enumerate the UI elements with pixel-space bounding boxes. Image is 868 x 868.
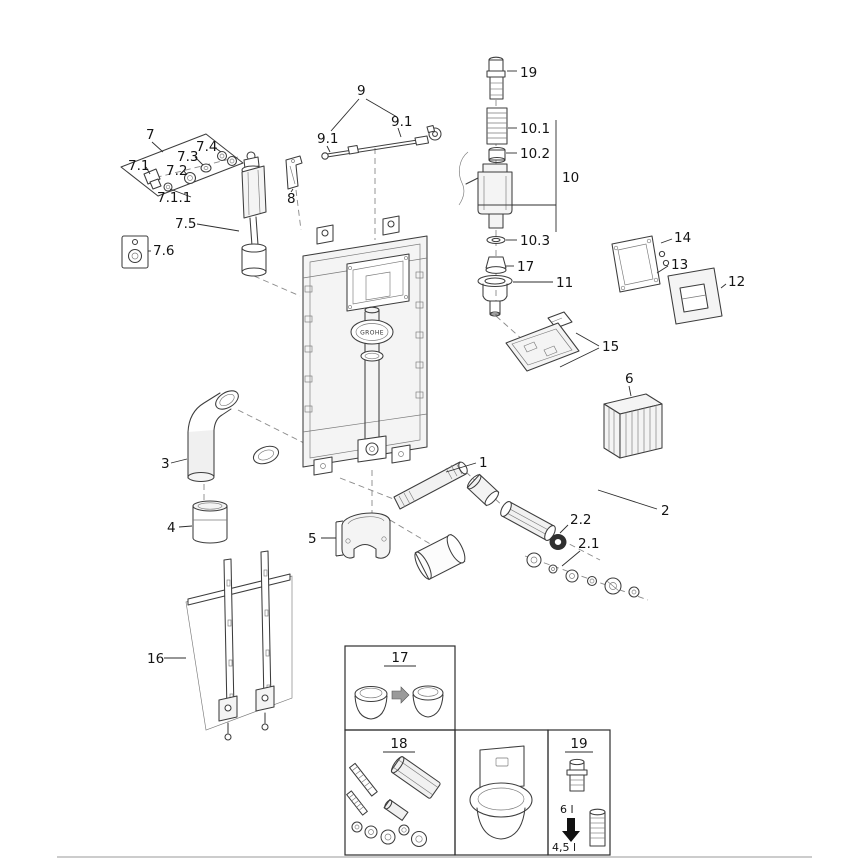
part-13-screw — [658, 250, 666, 258]
label-7-5: 7.5 — [175, 216, 196, 232]
label-16: 16 — [147, 651, 164, 667]
part-6-protection-box — [603, 393, 663, 459]
part-5-pipe-clamp — [341, 512, 391, 559]
label-6: 6 — [625, 371, 634, 387]
part-10-3-seal — [486, 235, 506, 245]
part-15-support-bracket — [505, 311, 580, 372]
label-4: 4 — [167, 520, 176, 536]
replace-arrow-icon — [391, 686, 410, 704]
label-7-2: 7.2 — [166, 163, 187, 179]
label-13: 13 — [671, 257, 688, 273]
part-7-6-card — [121, 235, 149, 269]
label-2: 2 — [661, 503, 670, 519]
label-2-1: 2.1 — [578, 536, 599, 552]
inset-17-bowl-box: 17 — [344, 645, 456, 731]
part-3-outlet-elbow — [187, 390, 239, 483]
label-9-1b: 9.1 — [391, 114, 412, 130]
inlet-valve — [241, 151, 267, 277]
label-1: 1 — [479, 455, 488, 471]
label-10-2: 10.2 — [520, 146, 550, 162]
label-5: 5 — [308, 531, 317, 547]
part-16-mounting-rails — [185, 550, 293, 741]
label-17: 17 — [517, 259, 534, 275]
label-2-2: 2.2 — [570, 512, 591, 528]
part-1-flush-pipe — [393, 461, 468, 510]
label-14: 14 — [674, 230, 691, 246]
label-3: 3 — [161, 456, 170, 472]
pipe-connector-ring — [466, 473, 500, 507]
label-7-4: 7.4 — [196, 139, 217, 155]
label-7-1-1: 7.1.1 — [157, 190, 191, 206]
label-8: 8 — [287, 191, 296, 207]
grohe-logo: GROHE — [360, 330, 384, 337]
label-7-1: 7.1 — [128, 158, 149, 174]
inset-19-volume-box: 19 6 l 4,5 l — [547, 729, 611, 856]
part-14-mounting-frame — [611, 235, 670, 293]
elbow-seal-ring — [252, 445, 280, 465]
label-10-3: 10.3 — [520, 233, 550, 249]
part-7-inlet-group — [120, 133, 244, 197]
leader-lines — [145, 70, 727, 659]
part-8-bracket — [285, 155, 303, 190]
part-4-sleeve — [192, 500, 228, 544]
capacity-full-text: 6 l — [560, 803, 574, 816]
part-10-fill-valve — [458, 107, 513, 229]
label-10: 10 — [562, 170, 579, 186]
label-11: 11 — [556, 275, 573, 291]
label-10-1: 10.1 — [520, 121, 550, 137]
label-7: 7 — [146, 127, 155, 143]
part-17-cone-seal — [485, 256, 507, 274]
part-labels: 19 10.1 10.2 10 10.3 17 11 9 9.1 9.1 7 7… — [128, 65, 745, 667]
capacity-reduced-text: 4,5 l — [552, 841, 576, 854]
label-15: 15 — [602, 339, 619, 355]
down-arrow-icon — [562, 818, 580, 842]
cistern-tank: GROHE — [302, 215, 428, 476]
inset-19-label: 19 — [570, 736, 587, 752]
inset-17-label: 17 — [391, 650, 408, 666]
inset-18-fixing-box: 18 — [344, 729, 456, 856]
label-9-1a: 9.1 — [317, 131, 338, 147]
part-19-valve-cap — [486, 56, 506, 100]
part-12-flush-plate — [667, 267, 723, 325]
outlet-grommet — [414, 533, 466, 581]
part-13-screw — [662, 259, 670, 267]
inset-toilet-view-box — [454, 729, 549, 856]
inset-18-label: 18 — [390, 736, 407, 752]
part-9-actuating-rod — [321, 124, 442, 160]
part-11-valve-seat — [477, 274, 513, 317]
part-2-connection-set — [500, 501, 640, 598]
label-9: 9 — [357, 83, 366, 99]
label-12: 12 — [728, 274, 745, 290]
label-7-6: 7.6 — [153, 243, 174, 259]
label-19: 19 — [520, 65, 537, 81]
label-7-3: 7.3 — [177, 149, 198, 165]
